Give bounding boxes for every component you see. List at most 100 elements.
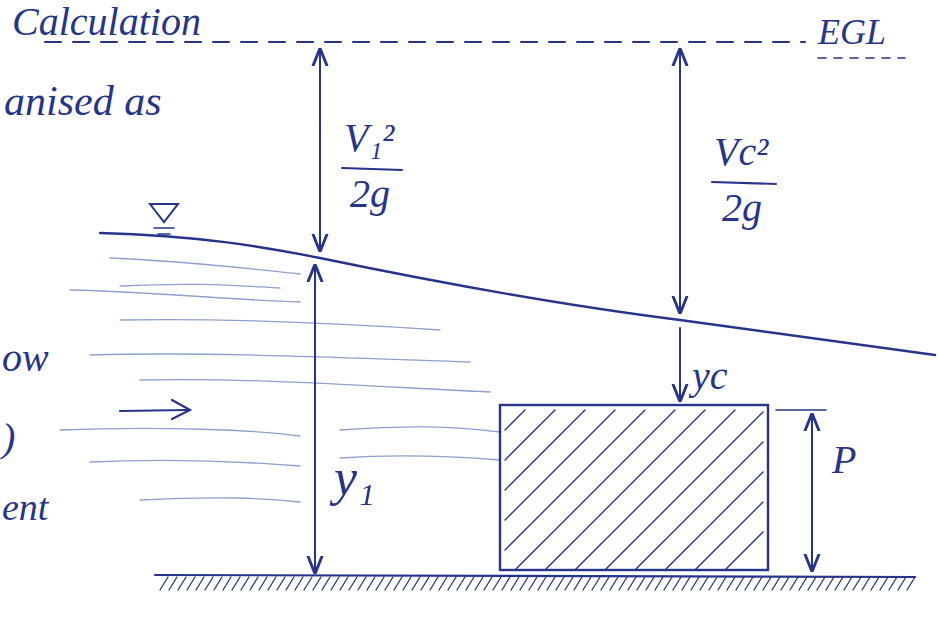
water-level-symbol: [154, 228, 174, 234]
bed-hatch-mark: [439, 577, 447, 590]
bed-hatch-mark: [709, 577, 717, 590]
bed-hatch-mark: [205, 577, 213, 590]
bed-hatch-mark: [367, 577, 375, 590]
bed-hatch-mark: [547, 577, 555, 590]
bed-hatch-mark: [727, 577, 735, 590]
bed-hatch-mark: [349, 577, 357, 590]
bed-hatch-mark: [169, 577, 177, 590]
egl-underline: [818, 57, 905, 59]
water-level-symbol: [150, 204, 178, 222]
label-text: anised as: [4, 78, 162, 124]
bed-hatch-mark: [826, 577, 834, 590]
bed-hatch-mark: [745, 577, 753, 590]
extension-line: [776, 409, 826, 411]
bed-hatch-mark: [844, 577, 852, 590]
dimension-label: Calculation: [12, 2, 201, 42]
bed-hatch-mark: [610, 577, 618, 590]
bed-hatch-mark: [259, 577, 267, 590]
flow-arrow: [172, 400, 190, 419]
bed-hatch: [160, 577, 915, 590]
bed-hatch-mark: [871, 577, 879, 590]
dimension-label: V₁²: [344, 118, 394, 158]
bed-hatch-mark: [862, 577, 870, 590]
bed-hatch-mark: [664, 577, 672, 590]
flow-lines: [60, 258, 500, 502]
dimension-label: 2g: [350, 174, 390, 214]
bed-hatch-mark: [331, 577, 339, 590]
bed-hatch-mark: [268, 577, 276, 590]
label-text: y₁: [334, 449, 375, 506]
water-surface: [100, 233, 935, 355]
bed-hatch-mark: [250, 577, 258, 590]
bed-hatch-mark: [718, 577, 726, 590]
bed-hatch-mark: [592, 577, 600, 590]
velocity-head-arrow: [319, 50, 321, 250]
weir-height-arrow: [811, 415, 813, 570]
weir-block: [500, 405, 768, 570]
bed-hatch-mark: [790, 577, 798, 590]
bed-hatch-mark: [628, 577, 636, 590]
bed-hatch-mark: [646, 577, 654, 590]
bed-hatch-mark: [565, 577, 573, 590]
bed-hatch-mark: [736, 577, 744, 590]
bed-hatch-mark: [241, 577, 249, 590]
bed-hatch-mark: [682, 577, 690, 590]
depth-arrow: [314, 266, 316, 572]
dimension-label: 2g: [722, 188, 762, 228]
bed-hatch-mark: [178, 577, 186, 590]
bed-hatch-mark: [673, 577, 681, 590]
label-text: 2g: [350, 171, 390, 216]
label-text: yc: [692, 353, 728, 398]
bed-hatch-mark: [583, 577, 591, 590]
label-text: Vc²: [714, 129, 768, 174]
dimension-label: Vc²: [714, 132, 768, 172]
bed-hatch-mark: [781, 577, 789, 590]
dimension-label: yc: [692, 356, 728, 396]
bed-hatch-mark: [763, 577, 771, 590]
velocity-head-arrow: [679, 50, 681, 312]
bed-hatch-mark: [358, 577, 366, 590]
bed-hatch-mark: [430, 577, 438, 590]
fraction-bar: [712, 182, 776, 184]
dimension-label: ow: [2, 338, 49, 378]
bed-hatch-mark: [898, 577, 906, 590]
bed-hatch-mark: [889, 577, 897, 590]
bed-hatch-mark: [880, 577, 888, 590]
bed-hatch-mark: [655, 577, 663, 590]
bed-hatch-mark: [637, 577, 645, 590]
bed-hatch-mark: [187, 577, 195, 590]
bed-hatch-mark: [538, 577, 546, 590]
weir-hatch: [505, 410, 763, 570]
dimension-label: ): [2, 418, 15, 458]
bed-hatch-mark: [754, 577, 762, 590]
bed-hatch-mark: [484, 577, 492, 590]
bed-hatch-mark: [799, 577, 807, 590]
channel-bed: [155, 575, 915, 577]
bed-hatch-mark: [511, 577, 519, 590]
bed-hatch-mark: [808, 577, 816, 590]
bed-hatch-mark: [466, 577, 474, 590]
dimension-label: ent: [2, 488, 48, 526]
bed-hatch-mark: [277, 577, 285, 590]
label-text: Calculation: [12, 0, 201, 44]
label-text: EGL: [818, 12, 886, 52]
bed-hatch-mark: [529, 577, 537, 590]
bed-hatch-mark: [340, 577, 348, 590]
bed-hatch-mark: [853, 577, 861, 590]
bed-hatch-mark: [403, 577, 411, 590]
bed-hatch-mark: [214, 577, 222, 590]
label-text: P: [832, 437, 856, 482]
flow-arrow: [120, 410, 188, 411]
label-text: V₁²: [344, 115, 394, 160]
bed-hatch-mark: [160, 577, 168, 590]
dimension-label: EGL: [818, 14, 886, 50]
bed-hatch-mark: [691, 577, 699, 590]
bed-hatch-mark: [493, 577, 501, 590]
bed-hatch-mark: [817, 577, 825, 590]
bed-hatch-mark: [448, 577, 456, 590]
bed-hatch-mark: [556, 577, 564, 590]
label-text: ow: [2, 335, 49, 380]
label-text: ): [2, 415, 15, 460]
critical-depth-arrow: [679, 328, 681, 400]
